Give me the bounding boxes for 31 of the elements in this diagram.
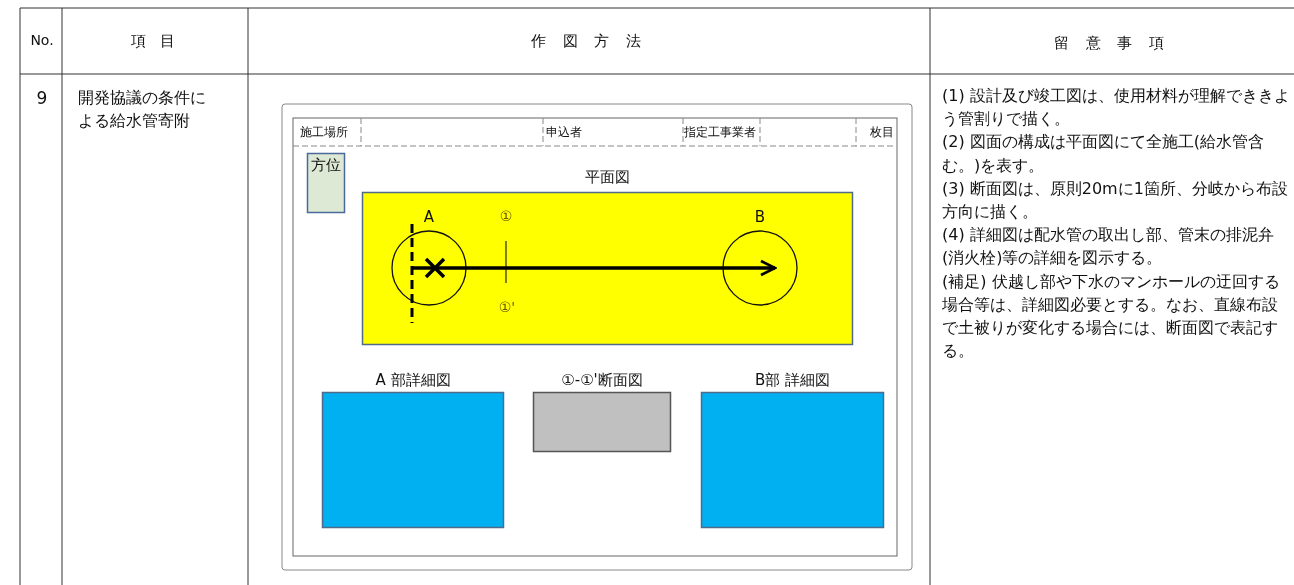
column-header: 作 図 方 法	[529, 32, 649, 50]
column-header: 留 意 事 項	[1052, 34, 1172, 52]
cell-text: 開発協議の条件による給水管寄附	[78, 87, 207, 133]
section-drawing-area	[533, 370, 671, 452]
drawing-title: A 部詳細図	[374, 371, 452, 389]
drawing-title: B部 詳細図	[753, 371, 832, 389]
column-header: No.	[29, 32, 55, 49]
title-block-text: 指定工事業者	[684, 125, 756, 140]
note-text: (4) 詳細図は配水管の取出し部、管末の排泥弁(消火栓)等の詳細を図示する。	[942, 224, 1275, 270]
drawing-title: ①-①'断面図	[560, 371, 644, 389]
detail-drawing-area	[322, 370, 504, 528]
direction-box	[307, 153, 345, 213]
detail-circle	[391, 208, 467, 306]
detail-mark: A	[422, 208, 436, 226]
title-block-text: 申込者	[546, 125, 582, 140]
note-text: (2) 図面の構成は平面図にて全施工(給水管含む。)を表す。	[942, 131, 1265, 177]
detail-mark: B	[753, 208, 767, 226]
note-text: (1) 設計及び竣工図は、使用材料が理解でききよう管割りで描く。	[942, 85, 1291, 131]
drawing-title: 方位	[311, 157, 341, 174]
title-block-text: 枚目	[870, 125, 894, 140]
section-mark: ①	[498, 208, 514, 225]
title-block-text: 施工場所	[300, 125, 348, 140]
note-text: (3) 断面図は、原則20mに1箇所、分岐から布設方向に描く。	[942, 177, 1289, 223]
cell-text: 9	[35, 88, 49, 109]
detail-circle	[722, 208, 798, 306]
note-text: (補足) 伏越し部や下水のマンホールの迂回する場合等は、詳細図必要とする。なお、直線布設で土被りが変化する場合には、断面図で表記する。	[942, 270, 1281, 363]
pipe-arrow	[413, 259, 777, 277]
detail-drawing-area	[701, 370, 884, 528]
column-header: 項 目	[129, 32, 181, 50]
drawing-title: 平面図	[584, 168, 631, 186]
section-mark: ①'	[497, 299, 517, 316]
